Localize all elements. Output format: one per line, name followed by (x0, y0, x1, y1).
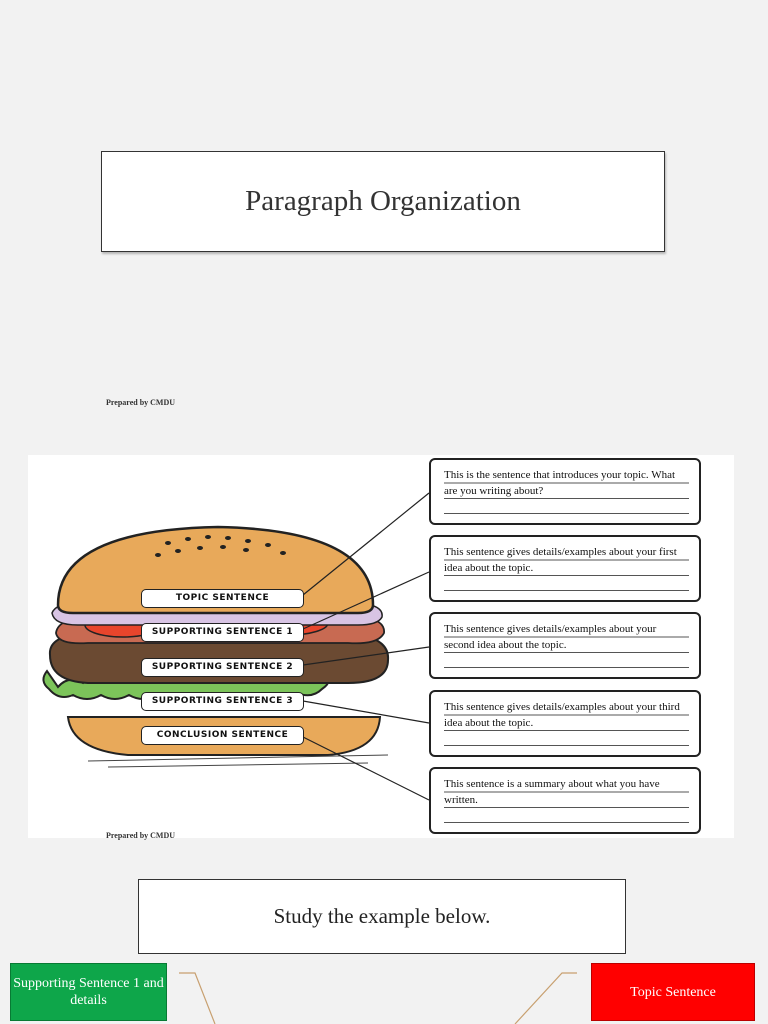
writing-line (444, 576, 689, 591)
writing-line (444, 808, 689, 823)
connector-lines (302, 492, 430, 801)
layer-label-supporting-3: SUPPORTING SENTENCE 3 (141, 692, 304, 711)
topic-sentence-tag: Topic Sentence (591, 963, 755, 1021)
callout-supporting-3: This sentence gives details/examples abo… (429, 690, 701, 757)
callout-conclusion: This sentence is a summary about what yo… (429, 767, 701, 834)
supporting-sentence-tag: Supporting Sentence 1 and details (10, 963, 167, 1021)
sesame-seeds (155, 535, 286, 557)
layer-label-topic: TOPIC SENTENCE (141, 589, 304, 608)
callout-text: This is the sentence that introduces you… (444, 468, 689, 499)
callout-supporting-1: This sentence gives details/examples abo… (429, 535, 701, 602)
shadow-lines (87, 754, 389, 768)
layer-label-supporting-1: SUPPORTING SENTENCE 1 (141, 623, 304, 642)
writing-line (444, 653, 689, 668)
title-box: Paragraph Organization (101, 151, 665, 252)
callout-supporting-2: This sentence gives details/examples abo… (429, 612, 701, 679)
callout-text: This sentence gives details/examples abo… (444, 545, 689, 576)
layer-label-conclusion: CONCLUSION SENTENCE (141, 726, 304, 745)
study-heading: Study the example below. (273, 904, 491, 928)
callout-text: This sentence gives details/examples abo… (444, 700, 689, 731)
credit-text: Prepared by CMDU (106, 398, 176, 407)
page-title: Paragraph Organization (245, 185, 521, 217)
writing-line (444, 499, 689, 514)
study-heading-box: Study the example below. (138, 879, 626, 954)
credit-text: Prepared by CMDU (106, 831, 176, 840)
writing-line (444, 731, 689, 746)
callout-topic: This is the sentence that introduces you… (429, 458, 701, 525)
burger-diagram: TOPIC SENTENCE SUPPORTING SENTENCE 1 SUP… (28, 455, 734, 838)
callout-text: This sentence is a summary about what yo… (444, 777, 689, 808)
layer-label-supporting-2: SUPPORTING SENTENCE 2 (141, 658, 304, 677)
callout-text: This sentence gives details/examples abo… (444, 622, 689, 653)
